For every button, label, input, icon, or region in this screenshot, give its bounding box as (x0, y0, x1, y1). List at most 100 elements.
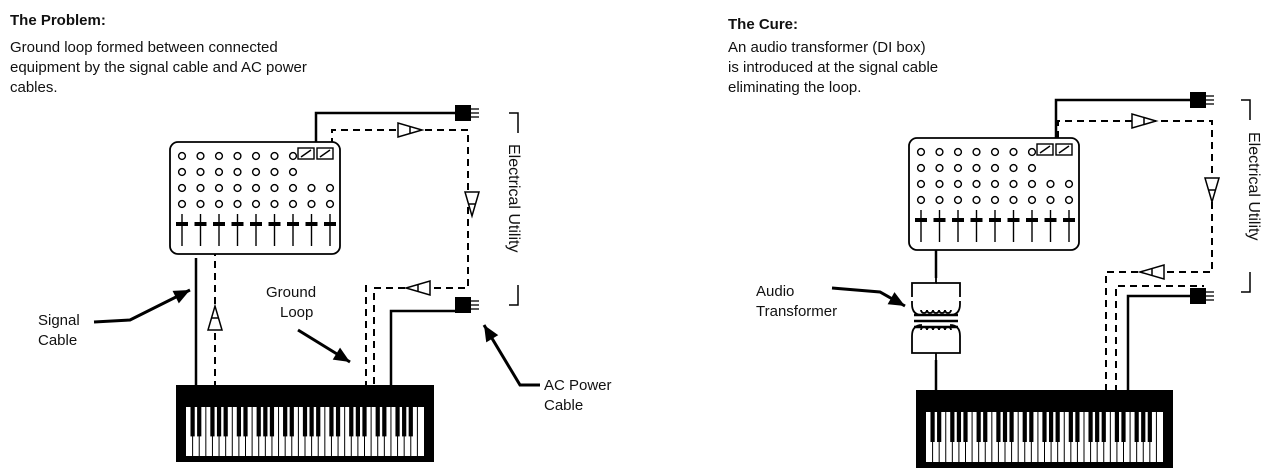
loop-direction-arrow (464, 191, 480, 219)
keyboard-power-cable (1126, 294, 1196, 392)
knob (1064, 179, 1074, 189)
knob (916, 179, 926, 189)
utility-bracket-top (509, 112, 519, 133)
utility-bracket-top (1241, 99, 1251, 120)
power-plug (1190, 92, 1214, 108)
black-key (316, 407, 321, 437)
black-key (335, 407, 341, 437)
mixer-power-cable (314, 111, 461, 142)
knob (214, 167, 224, 177)
fader-cap (1044, 218, 1057, 222)
coil-winding (920, 326, 952, 331)
black-key (362, 407, 367, 437)
black-key (937, 412, 942, 442)
knob (270, 199, 279, 209)
black-key (309, 407, 314, 437)
ac-power-cable-label: AC Power Cable (544, 377, 612, 414)
black-key (976, 412, 981, 442)
knob (288, 199, 298, 209)
knob (916, 195, 926, 205)
meter-needle (319, 149, 331, 158)
lead-in (936, 282, 961, 297)
mixer-power-cable (1054, 98, 1196, 138)
ground-loop-pointer (297, 328, 351, 364)
fader-cap (231, 222, 244, 226)
knob (307, 199, 316, 209)
knob (251, 151, 261, 161)
signal-cable-pointer (93, 288, 191, 324)
black-key (269, 407, 275, 437)
power-plug (455, 297, 479, 313)
coil-lead (949, 324, 961, 339)
black-key (1042, 412, 1047, 442)
black-key (382, 407, 387, 437)
knob (233, 199, 242, 209)
knob (288, 183, 298, 193)
ac-power-cable-pointer (482, 324, 540, 387)
black-key (302, 407, 308, 437)
fader-cap (324, 222, 336, 226)
mixer (908, 137, 1080, 251)
black-key (289, 407, 294, 437)
black-key (1029, 412, 1034, 442)
black-key (1002, 412, 1008, 442)
knob (288, 151, 298, 161)
cure-diagram (831, 92, 1251, 392)
knob (990, 163, 1000, 173)
black-key (1075, 412, 1080, 442)
black-key (408, 407, 413, 437)
mixer (169, 141, 341, 255)
black-key (210, 407, 215, 437)
problem-title: The Problem: (10, 12, 106, 29)
knob (214, 183, 224, 193)
knob (1009, 163, 1018, 173)
lead-in (911, 273, 937, 297)
black-key (1088, 412, 1093, 442)
knob (935, 179, 944, 189)
knob (196, 183, 205, 193)
black-key (1068, 412, 1073, 442)
black-key (355, 407, 361, 437)
black-key (349, 407, 354, 437)
black-key (1048, 412, 1054, 442)
audio-transformer-pointer (831, 286, 906, 308)
knob (1027, 163, 1037, 173)
knob (270, 183, 279, 193)
black-key (1022, 412, 1027, 442)
black-key (1134, 412, 1139, 442)
signal-cable-pointer-head (172, 290, 190, 304)
power-plug (455, 105, 479, 121)
fader-cap (1007, 218, 1020, 222)
coil-lead (911, 324, 923, 339)
black-key (1095, 412, 1100, 442)
knob (935, 147, 944, 157)
coil-winding (920, 309, 952, 314)
knob (325, 199, 335, 209)
knob (214, 151, 224, 161)
knob (251, 199, 261, 209)
signal-cable-label: Signal Cable (38, 312, 80, 349)
knob (972, 147, 981, 157)
knob (233, 151, 242, 161)
ground-path (1057, 120, 1213, 392)
fader-cap (915, 218, 927, 222)
black-key (1141, 412, 1146, 442)
knob (196, 167, 205, 177)
knob (325, 183, 335, 193)
black-key (956, 412, 962, 442)
fader-cap (176, 222, 188, 226)
cure-description-line: is introduced at the signal cable (728, 59, 939, 76)
knob (1046, 195, 1055, 205)
knob (196, 199, 205, 209)
cure-description: An audio transformer (DI box) is introdu… (728, 38, 1048, 98)
black-key (375, 407, 380, 437)
knob (233, 167, 242, 177)
knob (270, 151, 279, 161)
knob (1046, 179, 1055, 189)
knob (935, 195, 944, 205)
audio-transformer (911, 273, 961, 363)
knob (1027, 195, 1037, 205)
meter-needle (300, 149, 312, 158)
keyboard (916, 390, 1173, 468)
